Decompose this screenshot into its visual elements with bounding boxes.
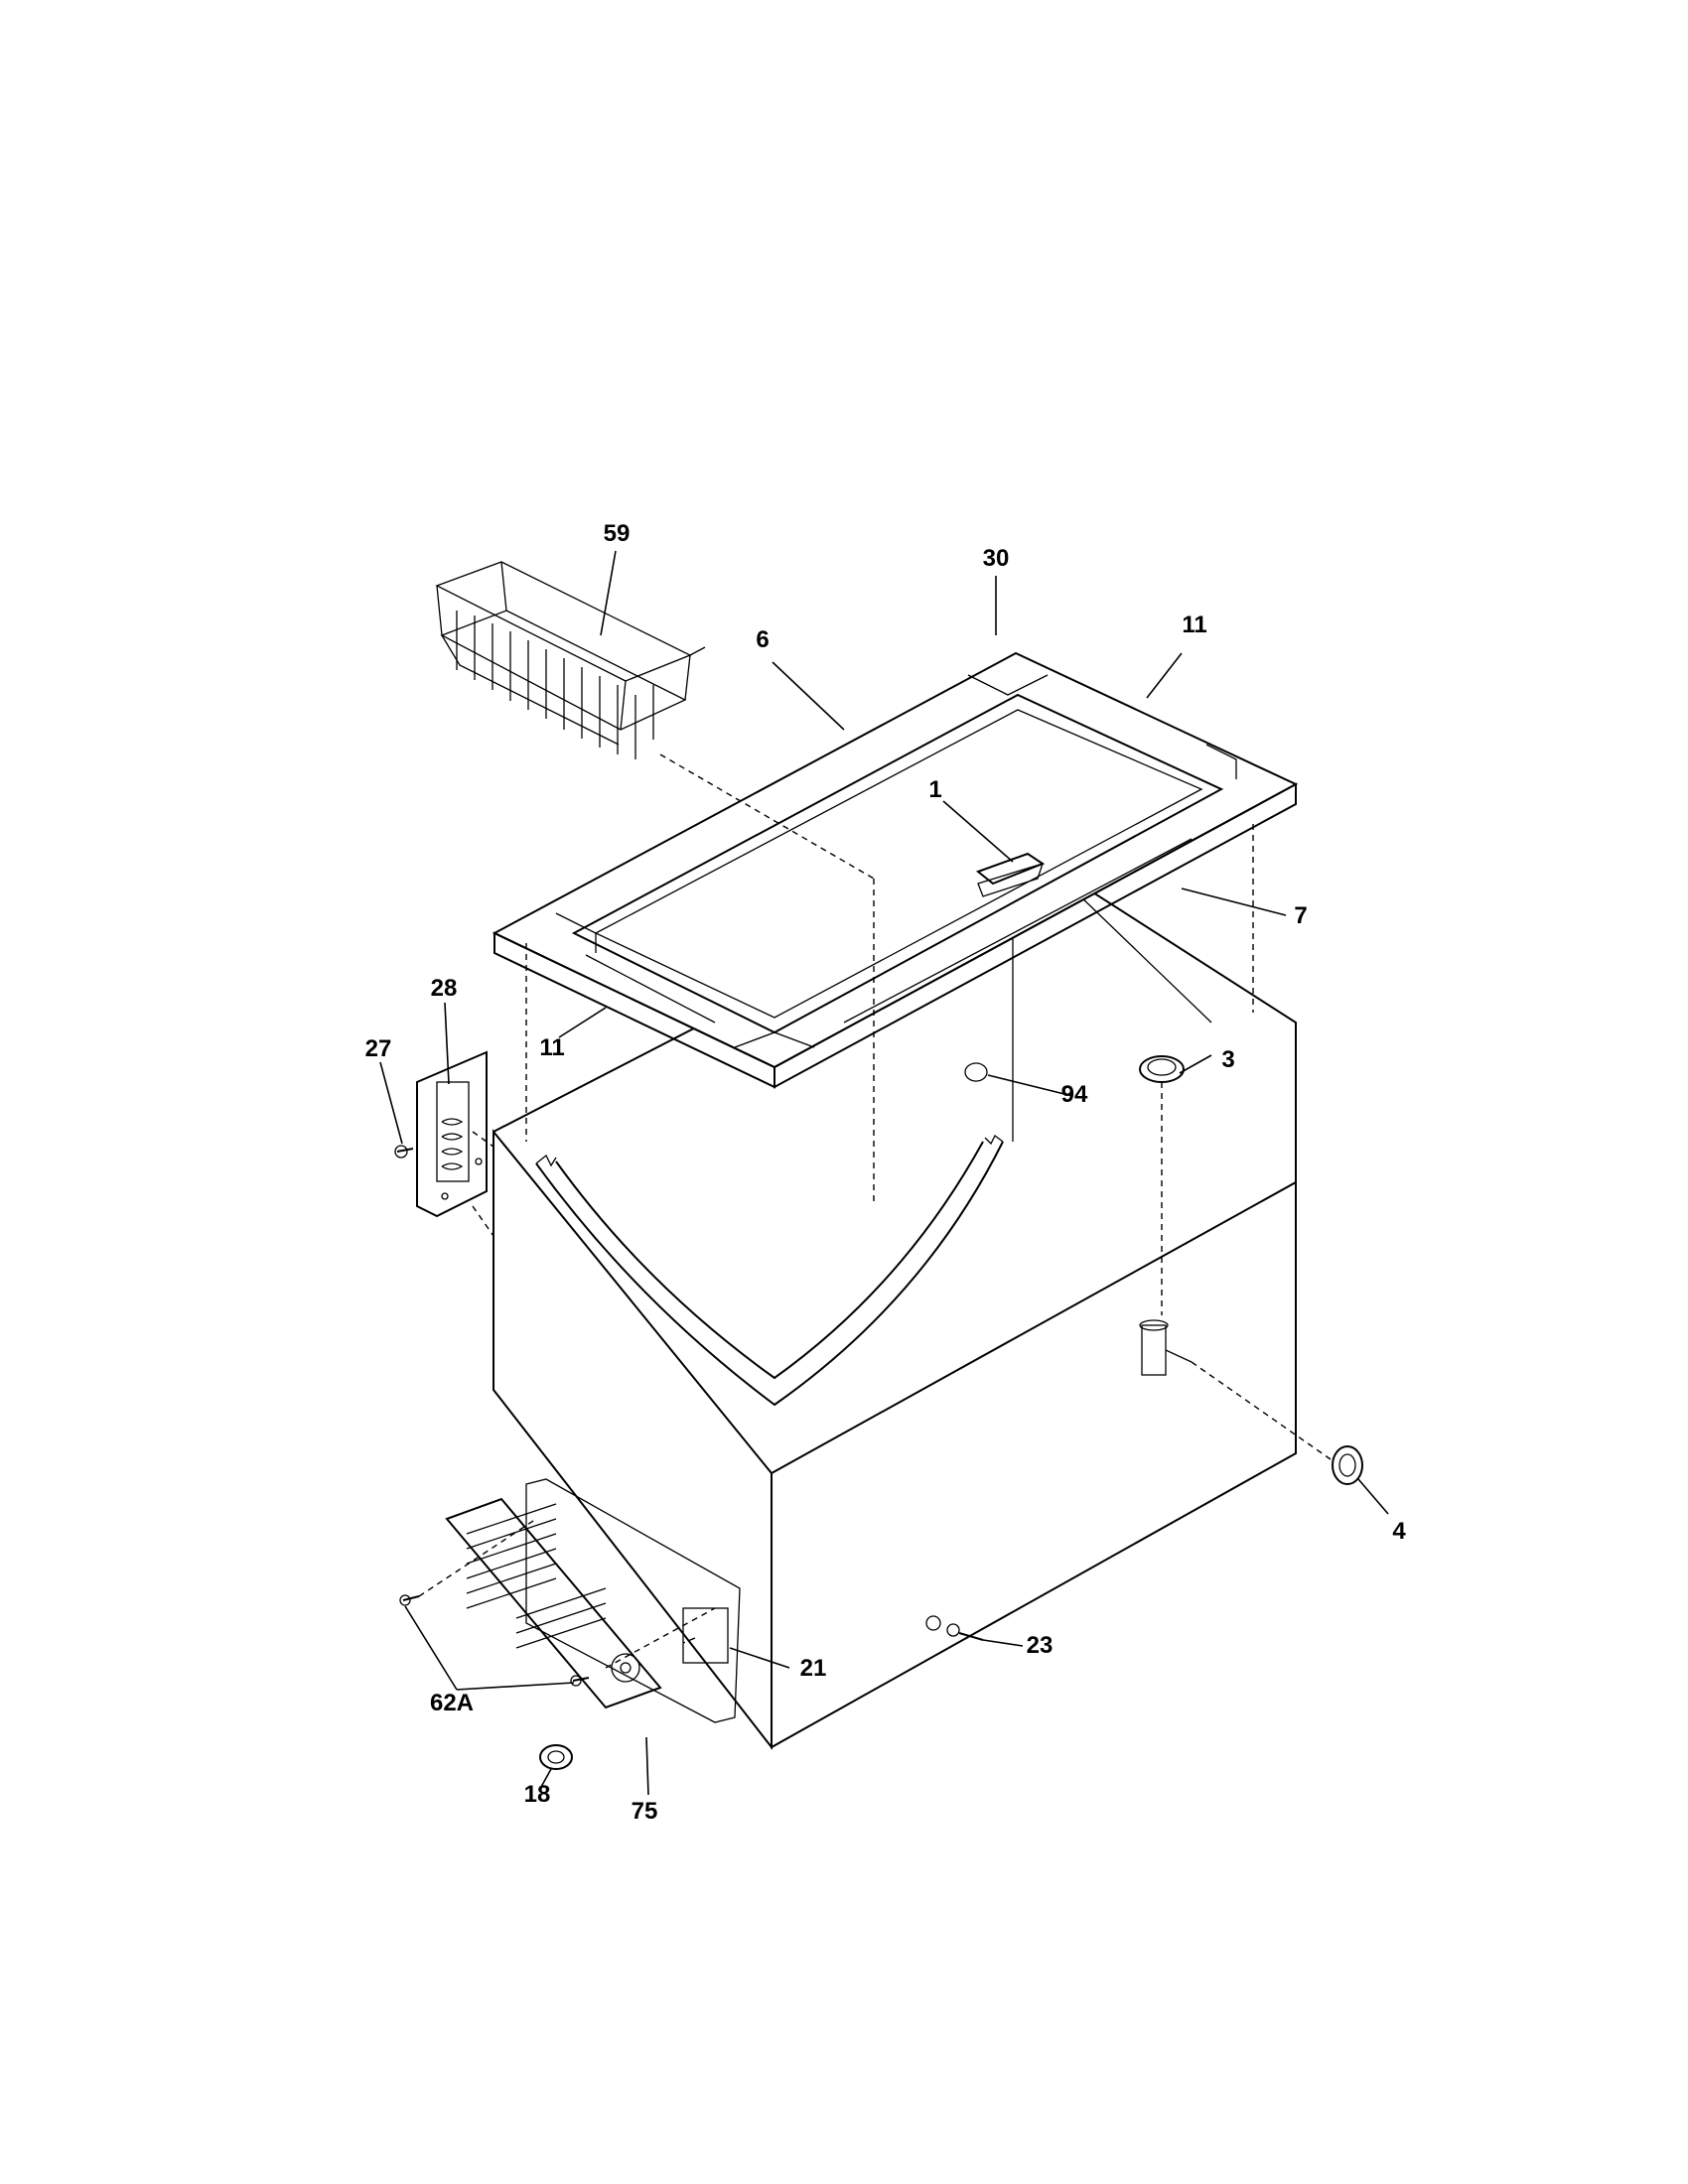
drain-tube xyxy=(1139,1319,1193,1376)
grille-plate xyxy=(445,1497,662,1709)
callout-59: 59 xyxy=(604,520,631,547)
drain-plug xyxy=(1332,1445,1363,1485)
callout-30: 30 xyxy=(983,545,1010,572)
callout-28: 28 xyxy=(431,975,458,1002)
callout-labels: 59 30 11 6 1 7 28 27 11 94 3 4 21 23 62A… xyxy=(365,520,1407,1825)
freezer-cabinet xyxy=(492,685,1297,1750)
callout-11-top: 11 xyxy=(1182,612,1206,638)
callout-1: 1 xyxy=(928,776,941,803)
lid-assembly xyxy=(492,651,1299,1089)
callout-7: 7 xyxy=(1294,902,1307,929)
lid-hinge xyxy=(416,1050,488,1218)
callout-4: 4 xyxy=(1392,1518,1406,1545)
thermostat-knob xyxy=(539,1744,573,1770)
drain-cap xyxy=(1139,1055,1185,1083)
callout-11-left: 11 xyxy=(539,1034,564,1061)
leveling-leg xyxy=(925,1615,984,1641)
callout-75: 75 xyxy=(632,1798,658,1825)
assembly-lines xyxy=(418,753,1332,1669)
callout-62A: 62A xyxy=(430,1690,474,1716)
callout-6: 6 xyxy=(756,626,769,653)
wire-basket xyxy=(435,561,706,759)
screws-62A xyxy=(399,1594,590,1687)
callout-18: 18 xyxy=(524,1781,551,1808)
callout-21: 21 xyxy=(800,1655,827,1682)
plug-94 xyxy=(964,1062,988,1082)
callout-27: 27 xyxy=(365,1035,392,1062)
leader-lines xyxy=(379,550,1389,1796)
screw-27 xyxy=(394,1145,414,1159)
callout-3: 3 xyxy=(1221,1046,1234,1073)
callout-23: 23 xyxy=(1027,1632,1054,1659)
callout-94: 94 xyxy=(1061,1081,1088,1108)
